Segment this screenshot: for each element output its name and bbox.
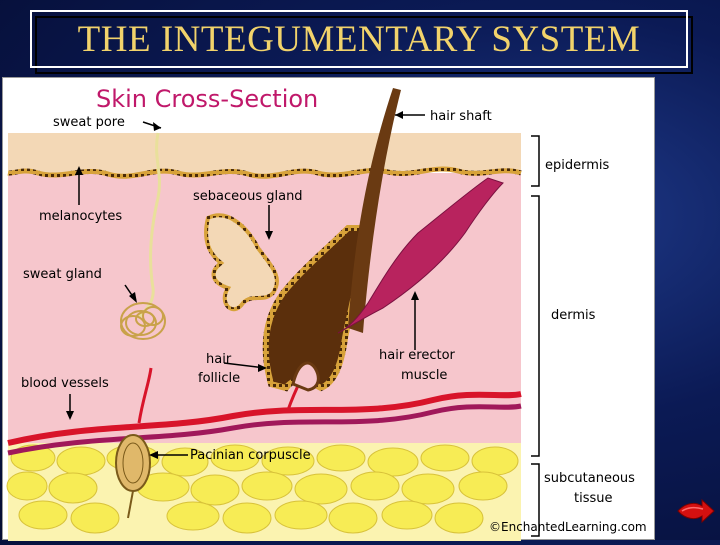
epidermis-basal-line [7, 166, 522, 179]
pacinian-corpuscle [115, 434, 151, 519]
fat-cells [6, 444, 519, 534]
red-arrow-icon[interactable] [676, 496, 716, 526]
skin-cross-section-illustration: Skin Cross-Section sweat pore hair shaft… [6, 85, 647, 541]
label-hair-follicle-1: hair [206, 352, 232, 367]
label-epidermis: epidermis [545, 158, 610, 173]
hair-erector-muscle [337, 177, 504, 334]
label-pacinian-corpuscle: Pacinian corpuscle [190, 448, 311, 463]
label-hair-follicle-2: follicle [198, 371, 240, 386]
hair-shaft [348, 88, 401, 333]
slide-title: THE INTEGUMENTARY SYSTEM [30, 10, 688, 68]
hair-bulb [291, 361, 320, 392]
label-blood-vessels: blood vessels [21, 376, 109, 391]
dermis-layer [8, 173, 521, 463]
blood-vessel-purple [7, 403, 522, 456]
epidermis-layer [8, 133, 521, 177]
label-sweat-gland: sweat gland [23, 267, 102, 282]
label-hair-erector-1: hair erector [379, 348, 456, 363]
sebaceous-gland [204, 213, 279, 312]
label-dermis: dermis [551, 308, 596, 323]
layer-brackets [531, 135, 540, 537]
capillary-left [137, 367, 153, 424]
skin-diagram-panel: Skin Cross-Section sweat pore hair shaft… [2, 77, 655, 541]
label-subcutaneous-1: subcutaneous [544, 471, 635, 486]
title-shadow [35, 16, 693, 74]
blood-vessel-red [7, 391, 522, 446]
label-subcutaneous-2: tissue [574, 491, 613, 506]
credit-text: ©EnchantedLearning.com [489, 520, 647, 534]
arrow-heads [66, 111, 419, 459]
label-sweat-pore: sweat pore [53, 115, 125, 130]
label-melanocytes: melanocytes [39, 209, 122, 224]
sweat-gland-coil [120, 302, 166, 340]
label-hair-erector-2: muscle [401, 368, 447, 383]
sweat-duct [136, 132, 161, 320]
label-sebaceous-gland: sebaceous gland [193, 189, 303, 204]
diagram-heading: Skin Cross-Section [96, 85, 318, 113]
label-hair-shaft: hair shaft [430, 109, 492, 124]
